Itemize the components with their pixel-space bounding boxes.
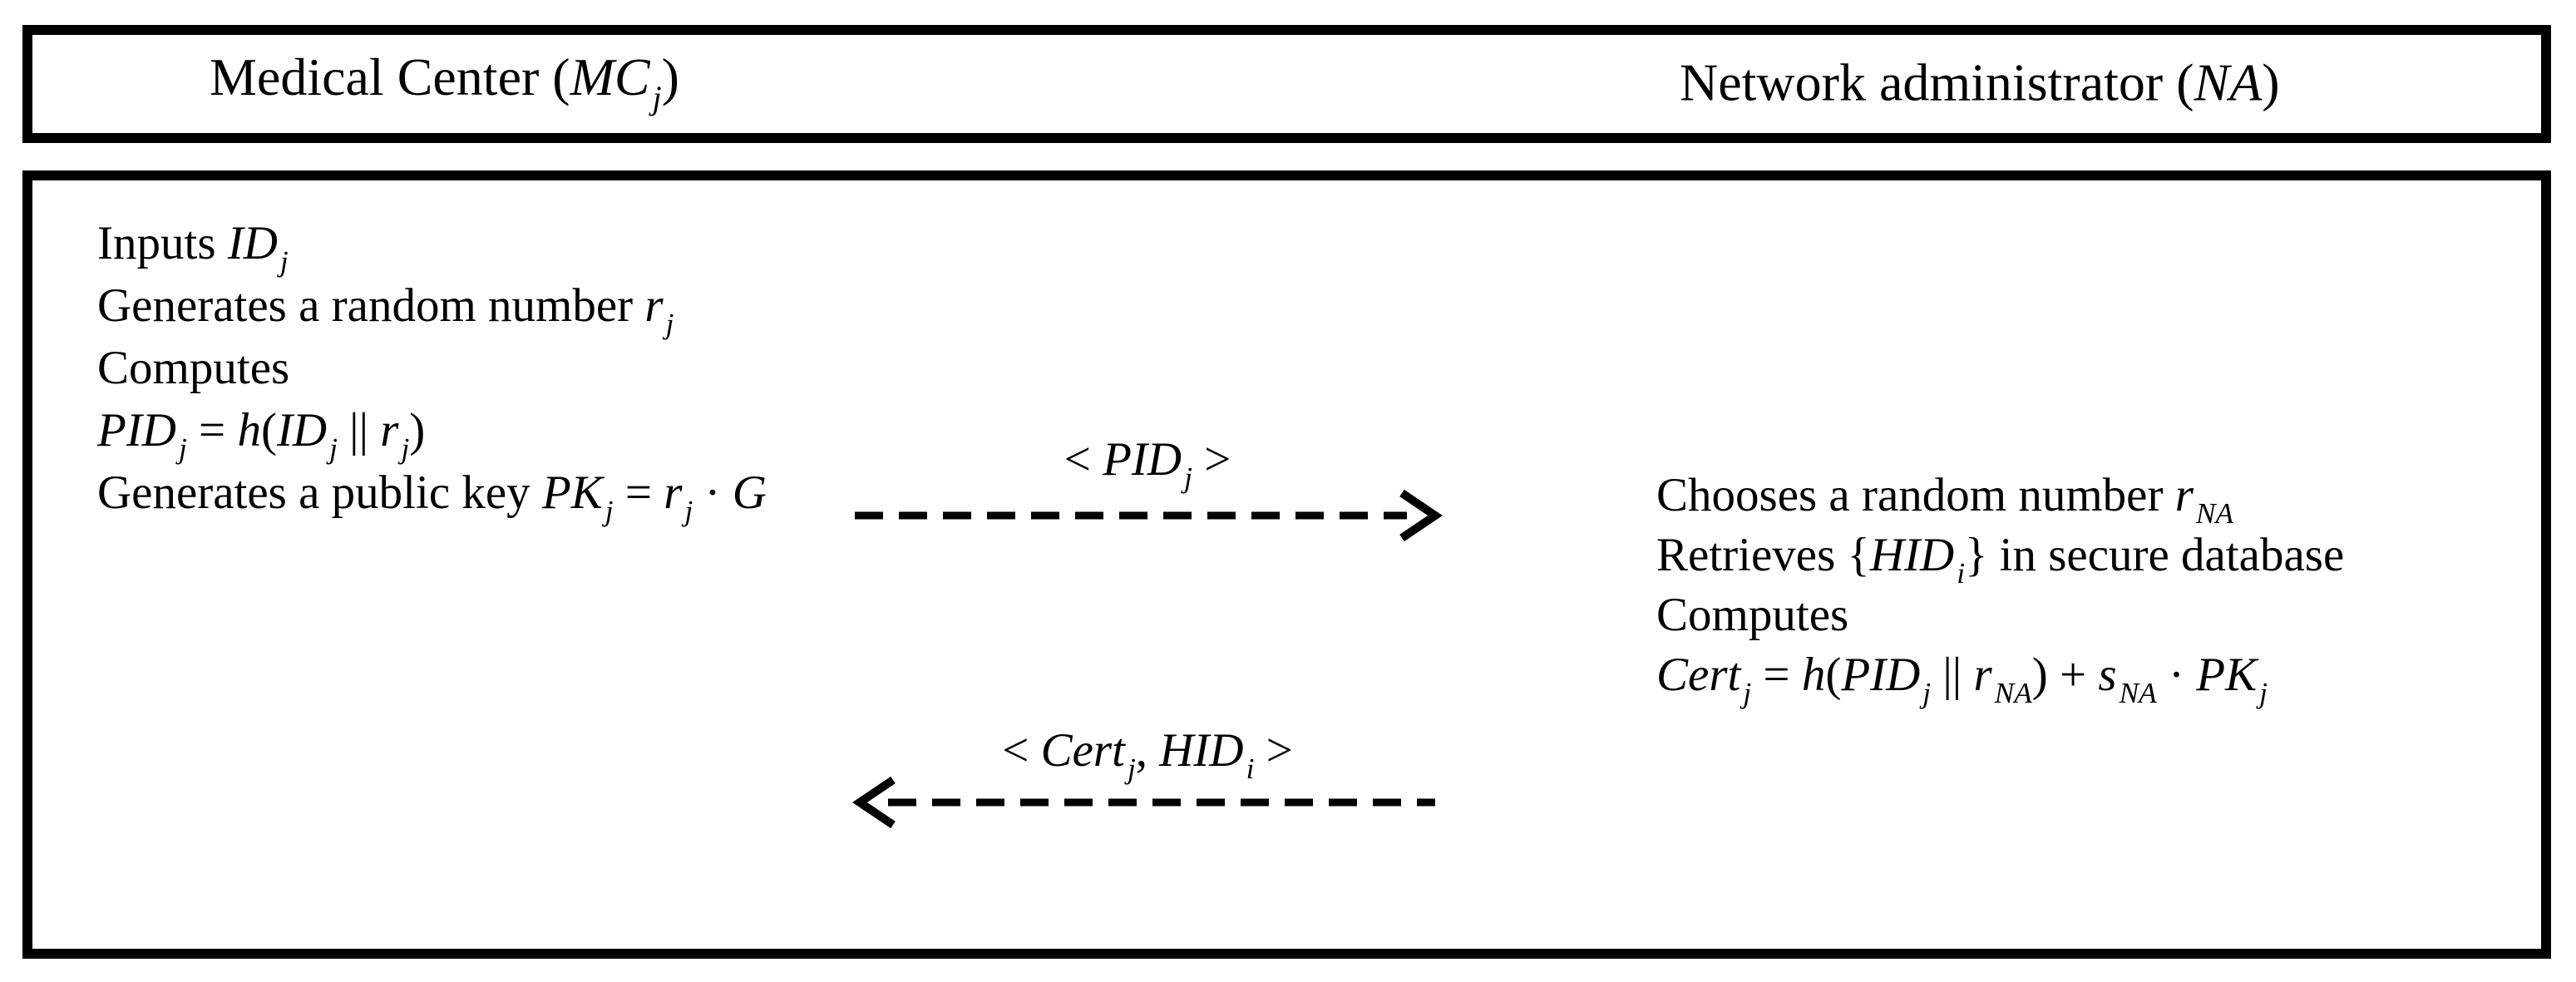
network-administrator-steps: Chooses a random number rNA Retrieves {H… bbox=[1656, 466, 2345, 709]
na-step-chooses-random: Chooses a random number rNA bbox=[1656, 469, 2234, 530]
entity-title-network-administrator: Network administrator (NA) bbox=[1680, 52, 2280, 112]
mc-step-generates-random: Generates a random number rj bbox=[97, 279, 674, 340]
message-label-pid: < PIDj > bbox=[1063, 433, 1231, 494]
entities-header-box: Medical Center (MCj) Network administrat… bbox=[22, 25, 2551, 143]
mc-step-inputs-id: Inputs IDj bbox=[97, 217, 289, 278]
dashed-arrow-right-icon bbox=[855, 489, 1443, 542]
protocol-body-box: Inputs IDj Generates a random number rj … bbox=[22, 170, 2551, 959]
medical-center-steps: Inputs IDj Generates a random number rj … bbox=[97, 212, 767, 527]
na-step-cert-equation: Certj = h(PIDj || rNA) + sNA · PKj bbox=[1656, 649, 2268, 709]
mc-step-pid-equation: PIDj = h(IDj || rj) bbox=[97, 404, 426, 465]
mc-step-public-key: Generates a public key PKj = rj · G bbox=[97, 466, 767, 527]
entity-title-medical-center: Medical Center (MCj) bbox=[210, 47, 679, 116]
mc-step-computes: Computes bbox=[97, 342, 290, 394]
message-label-cert-hid: < Certj, HIDi > bbox=[1002, 724, 1293, 785]
na-step-computes: Computes bbox=[1656, 589, 1849, 641]
dashed-arrow-left-icon bbox=[852, 776, 1435, 829]
na-step-retrieves-hid: Retrieves {HIDi} in secure database bbox=[1656, 529, 2345, 590]
